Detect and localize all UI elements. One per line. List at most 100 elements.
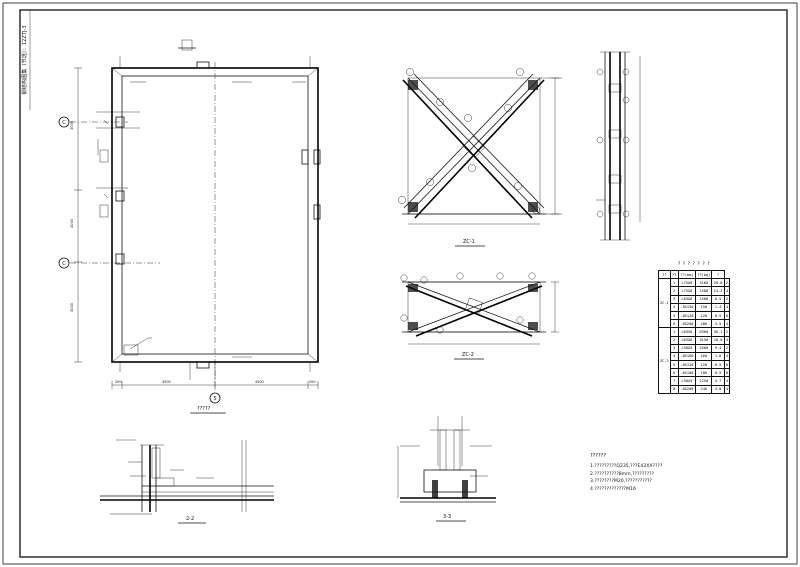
- member-table-title: ? ? ? ? ? ? ?: [677, 262, 711, 267]
- table-cell: 1250: [695, 376, 713, 386]
- table-cell: 5: [669, 360, 679, 370]
- table-header-cell: ??: [658, 269, 671, 280]
- section-2-2-title: 2-2: [186, 516, 194, 522]
- grid-bubble-5-label: 5: [213, 396, 216, 402]
- table-cell: 2: [723, 278, 731, 288]
- table-cell: -8X120: [677, 360, 697, 370]
- base-pedestal: [423, 469, 477, 493]
- notes-block: ?????? 1.?????????Q235,???E43XX???? 2.??…: [590, 453, 750, 493]
- table-header-row: ?? ?? ??(mm) ??(kg) ?: [658, 269, 730, 280]
- note-line: 3.????????M20,???????????: [590, 479, 652, 485]
- zc2-detail: ZC-2: [400, 272, 559, 360]
- table-group-cell: ZC-2: [658, 327, 671, 394]
- dim-left-1: 3000: [70, 120, 74, 130]
- table-cell: 4: [723, 376, 731, 386]
- table-cell: 5: [669, 310, 679, 321]
- plan-inner-frame: [121, 75, 309, 355]
- table-cell: 1.4: [711, 302, 725, 312]
- dim-left-3: 3000: [70, 302, 74, 312]
- table-cell: 4: [723, 319, 731, 329]
- table-header-cell: ??(kg): [695, 269, 713, 280]
- table-cell: 6300: [695, 327, 713, 337]
- table-cell: 4: [669, 351, 679, 362]
- table-cell: 4: [723, 335, 731, 345]
- table-cell: 2: [669, 335, 679, 345]
- table-group-cell: ZC-1: [658, 278, 671, 329]
- table-cell: 1.6: [711, 351, 725, 362]
- grid-bubble-c2: [58, 257, 70, 269]
- table-cell: 18.0: [711, 335, 725, 345]
- table-cell: 150: [695, 302, 713, 312]
- table-header-cell: ??: [669, 269, 679, 280]
- table-cell: 120: [695, 310, 713, 321]
- table-cell: 3: [669, 343, 679, 353]
- inner-border: [19, 9, 788, 558]
- table-cell: -8X120: [677, 310, 697, 321]
- table-cell: 6: [669, 368, 679, 378]
- table-cell: 1: [669, 278, 679, 288]
- table-cell: 3160: [695, 278, 713, 288]
- table-cell: 1: [669, 327, 679, 337]
- table-cell: L75X8: [677, 278, 697, 288]
- table-cell: 160: [695, 351, 713, 362]
- table-cell: -8X200: [677, 319, 697, 329]
- table-cell: 8: [723, 368, 731, 378]
- zc2-brace-b: [415, 285, 543, 337]
- table-cell: 0.9: [711, 360, 725, 370]
- table-cell: 4.7: [711, 376, 725, 386]
- table-cell: 3: [669, 294, 679, 304]
- table-cell: 8: [669, 384, 679, 394]
- table-cell: 0.9: [711, 310, 725, 321]
- plan-title: ?????: [197, 406, 211, 412]
- table-cell: L50X5: [677, 343, 697, 353]
- table-cell: -8X200: [677, 384, 697, 394]
- note-line: 1.?????????Q235,???E43XX????: [590, 464, 663, 470]
- grid-bubble-c1-label: C: [62, 120, 66, 126]
- table-cell: 280: [695, 319, 713, 329]
- dim-bottom-1: 200: [115, 380, 121, 384]
- table-cell: 240: [695, 384, 713, 394]
- column-elevation: [596, 51, 641, 241]
- table-cell: 2: [723, 327, 731, 337]
- grid-bubble-5: [209, 392, 221, 404]
- table-cell: 100: [695, 368, 713, 378]
- table-cell: 2: [723, 294, 731, 304]
- table-cell: 3.5: [711, 319, 725, 329]
- table-cell: L63X6: [677, 335, 697, 345]
- zc1-detail: ZC-1: [398, 68, 562, 247]
- table-cell: 28.6: [711, 278, 725, 288]
- table-cell: 3.0: [711, 384, 725, 394]
- zc1-brace-b: [414, 79, 545, 219]
- member-table-panel: ? ? ? ? ? ? ? ?? ?? ??(mm) ??(kg) ? ZC-1…: [658, 262, 731, 394]
- table-cell: -6X100: [677, 368, 697, 378]
- table-cell: L75X8: [677, 286, 697, 296]
- table-cell: 36.1: [711, 327, 725, 337]
- table-cell: 2: [669, 286, 679, 296]
- zc1-title: ZC-1: [463, 239, 475, 245]
- table-header-cell: ??(mm): [677, 269, 697, 280]
- grid-bubble-c2-label: C: [62, 261, 66, 267]
- section-2-2: 2-2: [100, 439, 274, 524]
- table-cell: 8: [723, 360, 731, 370]
- note-line: 2.??????????8mm,?????????: [590, 471, 655, 477]
- table-header-cell: ?: [711, 269, 725, 280]
- dim-bottom-4: 200: [309, 380, 315, 384]
- zc2-brace-a: [405, 285, 533, 337]
- dim-bottom-2: 4500: [162, 380, 171, 384]
- table-cell: 2500: [695, 343, 713, 353]
- table-cell: L63X6: [677, 327, 697, 337]
- section-3-3-title: 3-3: [443, 514, 451, 520]
- table-cell: -8X160: [677, 351, 697, 362]
- table-cell: -8X150: [677, 302, 697, 312]
- table-cell: 1580: [695, 286, 713, 296]
- table-cell: 8.5: [711, 294, 725, 304]
- dim-left-2: 3000: [70, 218, 74, 228]
- zc1-brace-a: [402, 79, 533, 219]
- table-cell: 9.4: [711, 343, 725, 353]
- table-cell: 8: [723, 310, 731, 321]
